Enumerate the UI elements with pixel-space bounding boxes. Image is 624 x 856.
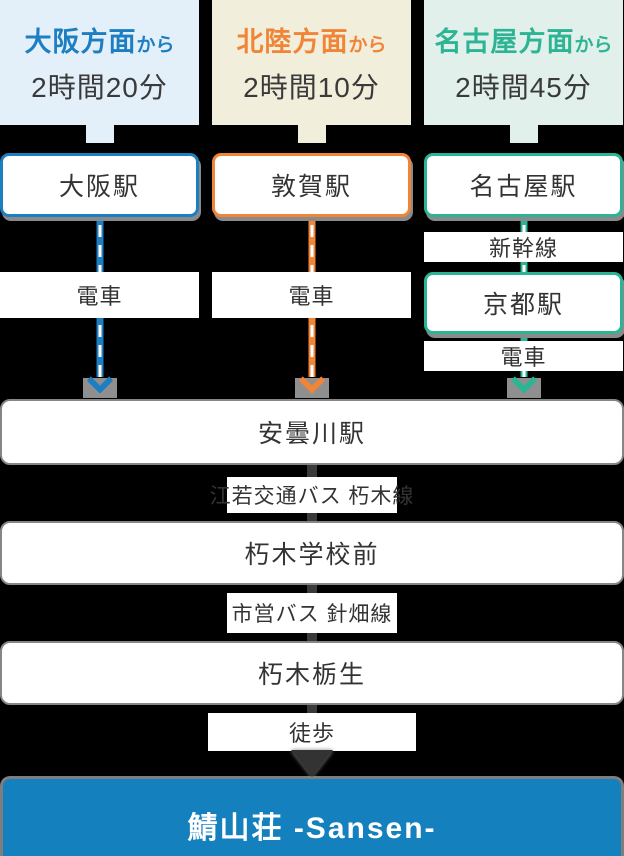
arrowhead-shadow <box>506 378 541 398</box>
transport-label-shinkansen: 新幹線 <box>424 232 623 262</box>
origin-suffix: から <box>574 34 613 56</box>
station-box-nagoya: 名古屋駅 <box>424 153 623 217</box>
destination-title: 鯖山荘 -Sansen- <box>187 812 437 845</box>
station-box-kyoto: 京都駅 <box>424 272 623 334</box>
origin-title: 大阪方面から <box>24 20 174 59</box>
arrowhead-shadow <box>82 378 117 398</box>
arrowhead-shadow <box>294 378 329 398</box>
route-column-hokuriku: 北陸方面から 2時間10分 敦賀駅 電車 <box>212 0 411 400</box>
origin-name: 名古屋方面 <box>434 26 575 57</box>
station-box-tsuruga: 敦賀駅 <box>212 153 411 217</box>
station-box-osaka: 大阪駅 <box>0 153 199 217</box>
transport-label-train: 電車 <box>212 272 411 318</box>
transport-label-train: 電車 <box>424 341 623 371</box>
origin-panel-osaka: 大阪方面から 2時間20分 <box>0 0 199 143</box>
origin-name: 北陸方面 <box>236 26 349 57</box>
station-box-kutsuki-gakkomae: 朽木学校前 <box>0 521 624 585</box>
bus-label-kojaku: 江若交通バス 朽木線 <box>210 477 413 513</box>
panel-tail <box>297 124 326 143</box>
route-column-nagoya: 名古屋方面から 2時間45分 名古屋駅 新幹線 京都駅 電車 <box>424 0 623 400</box>
origin-title: 北陸方面から <box>236 20 386 59</box>
origin-title: 名古屋方面から <box>434 20 612 59</box>
duration-label: 2時間20分 <box>31 71 168 103</box>
origin-name: 大阪方面 <box>24 26 137 57</box>
origin-suffix: から <box>136 34 175 56</box>
transport-label-train: 電車 <box>0 272 199 318</box>
station-box-adogawa: 安曇川駅 <box>0 399 624 465</box>
panel-tail <box>85 124 114 143</box>
duration-label: 2時間10分 <box>243 71 380 103</box>
origin-panel-hokuriku: 北陸方面から 2時間10分 <box>212 0 411 143</box>
duration-label: 2時間45分 <box>455 71 592 103</box>
bus-label-shiei: 市営バス 針畑線 <box>227 593 397 633</box>
walk-label: 徒歩 <box>208 713 416 751</box>
origin-suffix: から <box>348 34 387 56</box>
destination-banner: 鯖山荘 -Sansen- <box>0 776 624 856</box>
down-arrow-icon <box>291 750 333 777</box>
route-column-osaka: 大阪方面から 2時間20分 大阪駅 電車 <box>0 0 199 400</box>
panel-tail <box>509 124 538 143</box>
origin-panel-nagoya: 名古屋方面から 2時間45分 <box>424 0 623 143</box>
station-box-kutsuki-tochu: 朽木栃生 <box>0 641 624 705</box>
